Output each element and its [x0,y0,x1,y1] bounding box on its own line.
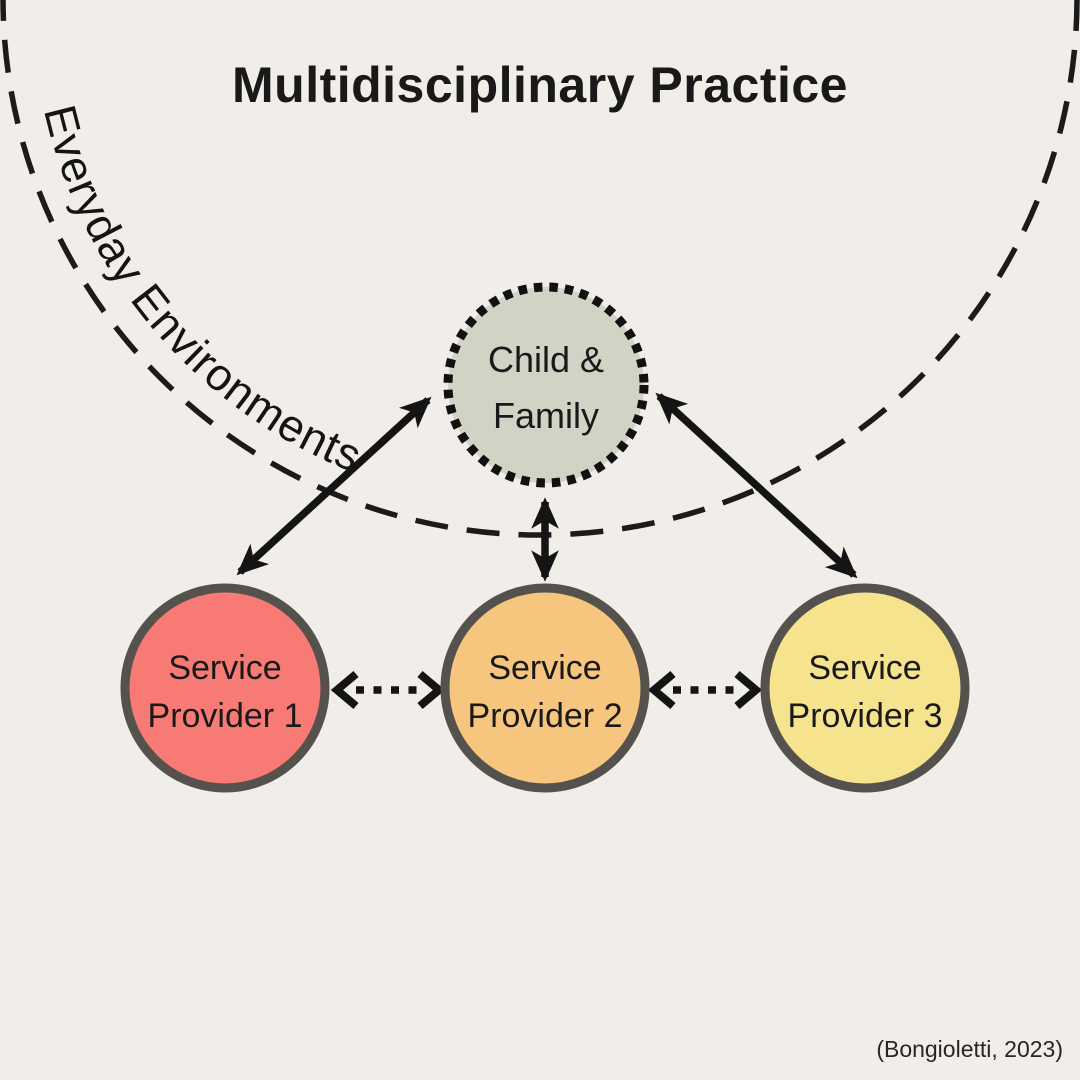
child-family-circle [443,282,649,488]
dotted-arrow-provider2-provider3 [647,670,763,710]
arrow-provider1-child [236,396,432,576]
service-provider-2-label-line2: Provider 2 [468,697,623,735]
node-service-provider-1: Service Provider 1 [120,583,330,793]
arrow-provider3-child [655,392,858,579]
node-service-provider-2: Service Provider 2 [440,583,650,793]
child-family-label-line2: Family [493,395,599,436]
service-provider-1-label-line1: Service [168,649,281,687]
diagram-title: Multidisciplinary Practice [232,57,848,113]
service-provider-2-circle [440,583,650,793]
service-provider-3-circle [760,583,970,793]
child-family-label-line1: Child & [488,339,604,380]
service-provider-2-label-line1: Service [488,649,601,687]
service-provider-3-label-line2: Provider 3 [788,697,943,735]
service-provider-1-circle [120,583,330,793]
node-child-family: Child & Family [443,282,649,488]
service-provider-1-label-line2: Provider 1 [148,697,303,735]
dotted-arrow-provider1-provider2 [330,670,446,710]
citation: (Bongioletti, 2023) [876,1036,1063,1062]
node-service-provider-3: Service Provider 3 [760,583,970,793]
service-provider-3-label-line1: Service [808,649,921,687]
